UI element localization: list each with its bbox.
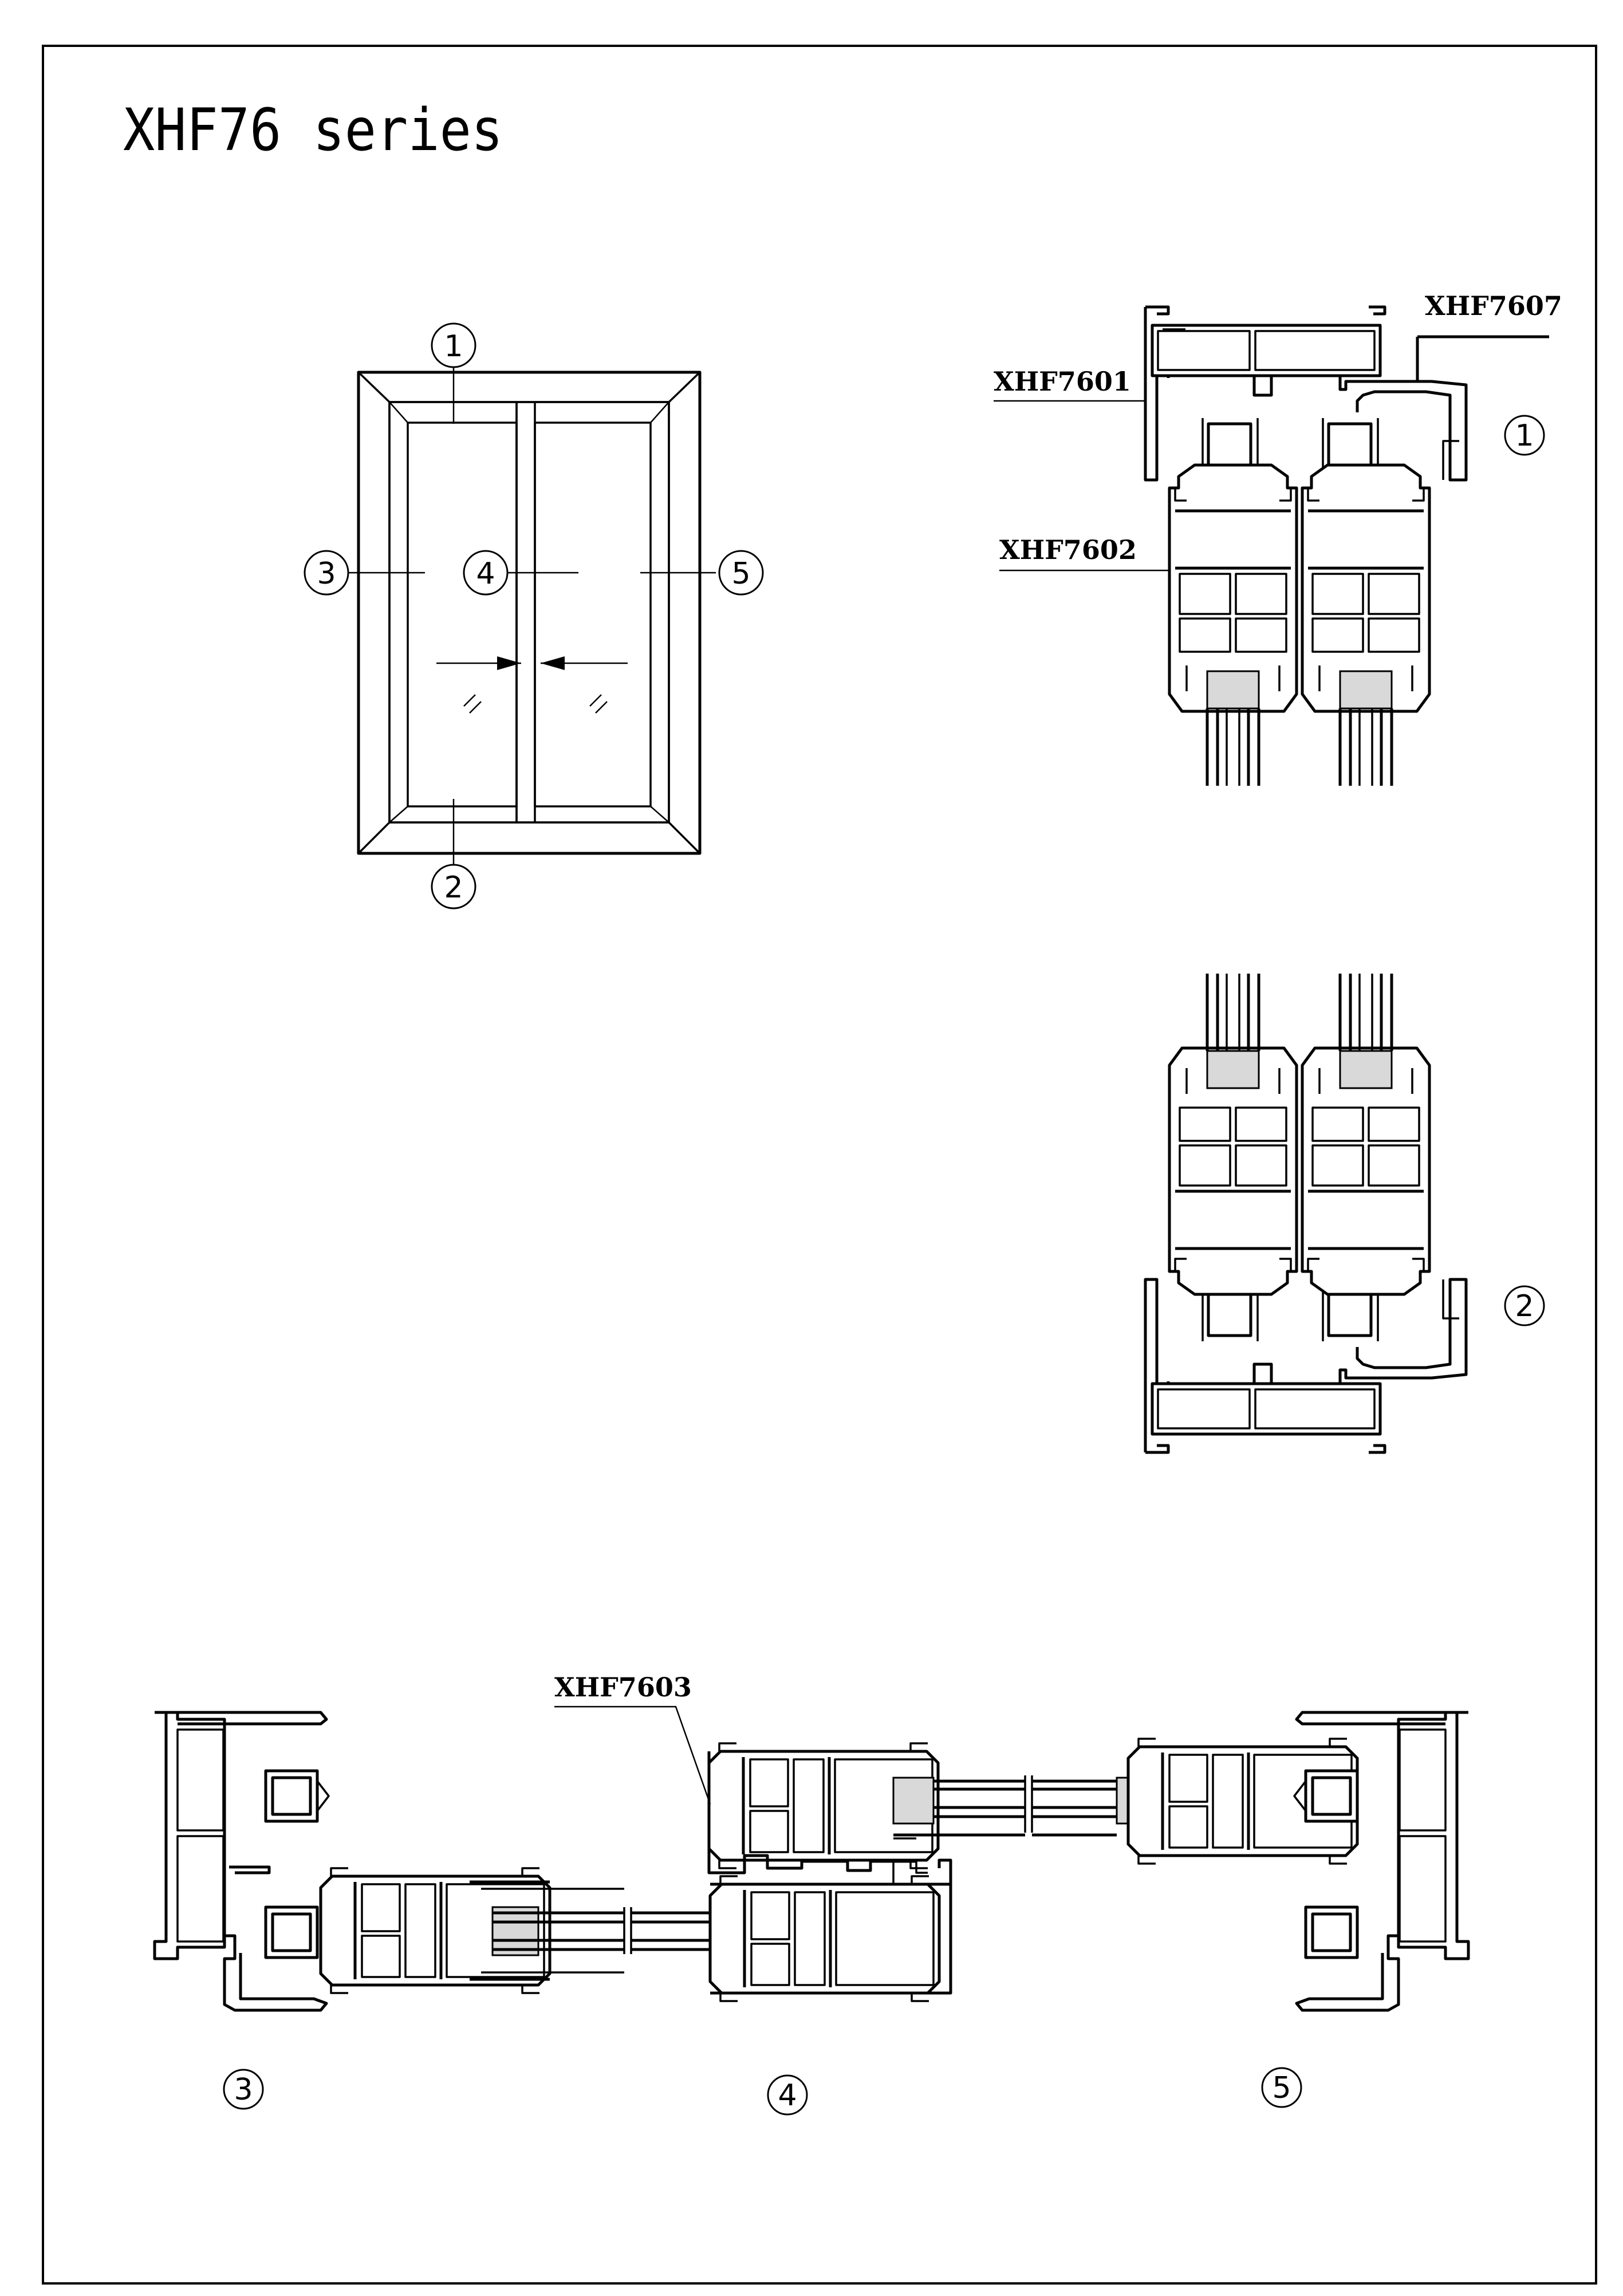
label-xhf7601: XHF7601 [994, 366, 1131, 397]
svg-text:3: 3 [234, 2073, 253, 2107]
marker-sec-bottom: 2 [1504, 1285, 1545, 1326]
svg-text:5: 5 [1272, 2071, 1291, 2105]
marker-elev-bottom: 2 [431, 864, 476, 909]
section-bottom [1144, 974, 1468, 1454]
section-top [994, 305, 1549, 786]
window-elevation [345, 362, 716, 865]
marker-elev-top: 1 [431, 322, 476, 368]
label-xhf7603: XHF7603 [554, 1672, 692, 1703]
page-title: XHF76 series [123, 96, 503, 164]
label-xhf7602: XHF7602 [999, 534, 1137, 565]
svg-text:1: 1 [1515, 419, 1534, 453]
marker-sec-mid: 4 [767, 2074, 808, 2116]
marker-elev-mid: 4 [463, 550, 509, 596]
sheet-border [42, 45, 1597, 2285]
marker-elev-right: 5 [718, 550, 764, 596]
marker-sec-right: 5 [1261, 2067, 1302, 2108]
svg-text:1: 1 [444, 329, 463, 364]
svg-text:2: 2 [444, 871, 463, 905]
marker-sec-top: 1 [1504, 415, 1545, 456]
svg-text:4: 4 [476, 557, 495, 591]
label-xhf7607: XHF7607 [1425, 290, 1562, 321]
marker-sec-left: 3 [223, 2069, 264, 2110]
svg-text:4: 4 [778, 2078, 797, 2113]
svg-text:2: 2 [1515, 1289, 1534, 1324]
marker-elev-left: 3 [304, 550, 349, 596]
section-horizontal [153, 1706, 1470, 2012]
svg-text:5: 5 [731, 557, 750, 591]
svg-text:3: 3 [317, 557, 336, 591]
